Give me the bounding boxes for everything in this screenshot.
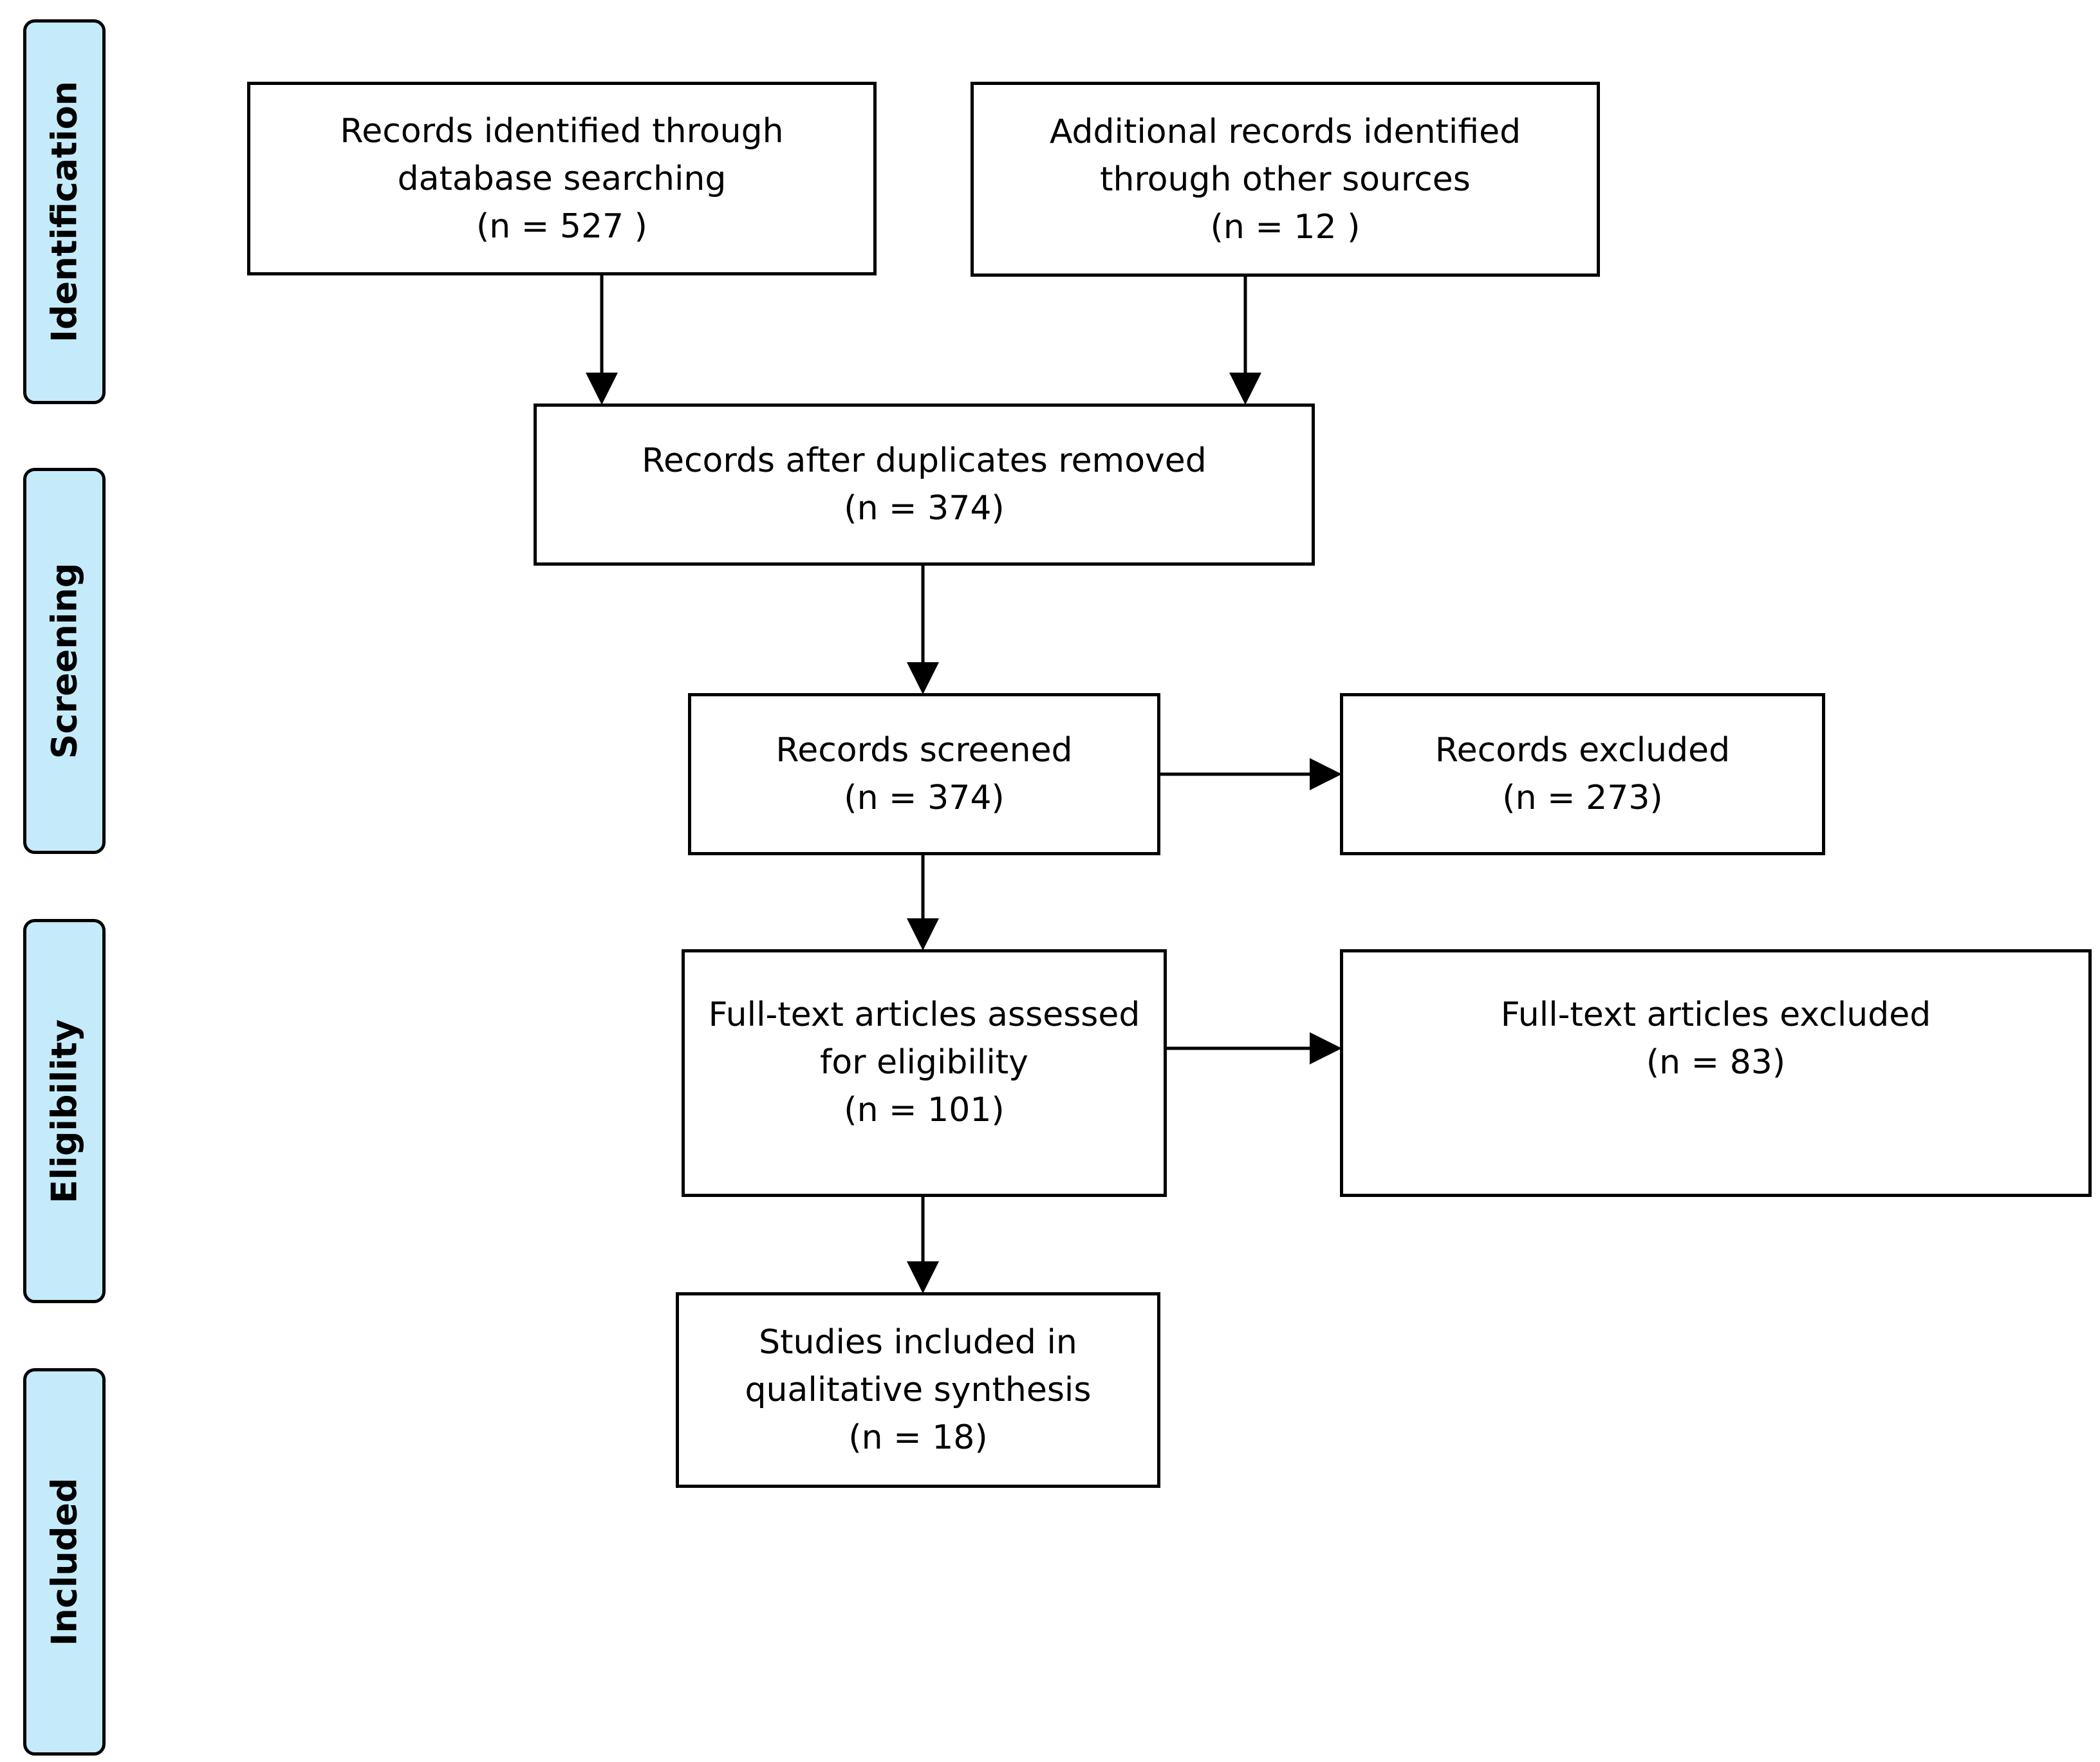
phase-included-label: Included <box>44 1478 85 1646</box>
box-fulltext-excluded: Full-text articles excluded (n = 83) <box>1340 949 2092 1197</box>
box-text: Records identified through <box>340 111 784 151</box>
box-text: Full-text articles assessed <box>708 996 1140 1034</box>
box-count: (n = 101) <box>844 1091 1005 1129</box>
box-database-searching: Records identified through database sear… <box>247 82 877 275</box>
box-count: (n = 18) <box>848 1418 988 1457</box>
box-text: Additional records identified <box>1049 112 1521 151</box>
box-fulltext-assessed: Full-text articles assessed for eligibil… <box>682 949 1167 1197</box>
box-count: (n = 83) <box>1646 1043 1786 1082</box>
phase-screening: Screening <box>23 468 106 854</box>
box-text: Records excluded <box>1435 731 1731 770</box>
box-other-sources: Additional records identified through ot… <box>971 82 1600 277</box>
box-count: (n = 527 ) <box>476 207 647 246</box>
box-count: (n = 374) <box>844 779 1005 817</box>
box-text: through other sources <box>1100 160 1471 199</box>
box-text: qualitative synthesis <box>745 1371 1092 1409</box>
box-text: Studies included in <box>759 1323 1077 1362</box>
box-text: Full-text articles excluded <box>1500 996 1931 1034</box>
box-count: (n = 12 ) <box>1210 207 1361 246</box>
box-records-excluded: Records excluded (n = 273) <box>1340 693 1825 855</box>
box-text: Records after duplicates removed <box>642 441 1207 480</box>
box-text: for eligibility <box>820 1043 1028 1082</box>
box-text: database searching <box>397 159 727 198</box>
phase-screening-label: Screening <box>44 562 85 759</box>
phase-identification-label: Identification <box>44 80 85 343</box>
box-after-duplicates: Records after duplicates removed (n = 37… <box>534 403 1315 566</box>
box-text: Records screened <box>776 731 1073 770</box>
phase-identification: Identification <box>23 19 106 404</box>
phase-eligibility: Eligibility <box>23 919 106 1303</box>
box-records-screened: Records screened (n = 374) <box>688 693 1160 855</box>
box-studies-included: Studies included in qualitative synthesi… <box>676 1292 1160 1488</box>
box-count: (n = 273) <box>1502 779 1663 817</box>
box-count: (n = 374) <box>844 489 1005 528</box>
phase-eligibility-label: Eligibility <box>44 1019 85 1203</box>
phase-included: Included <box>23 1368 106 1756</box>
